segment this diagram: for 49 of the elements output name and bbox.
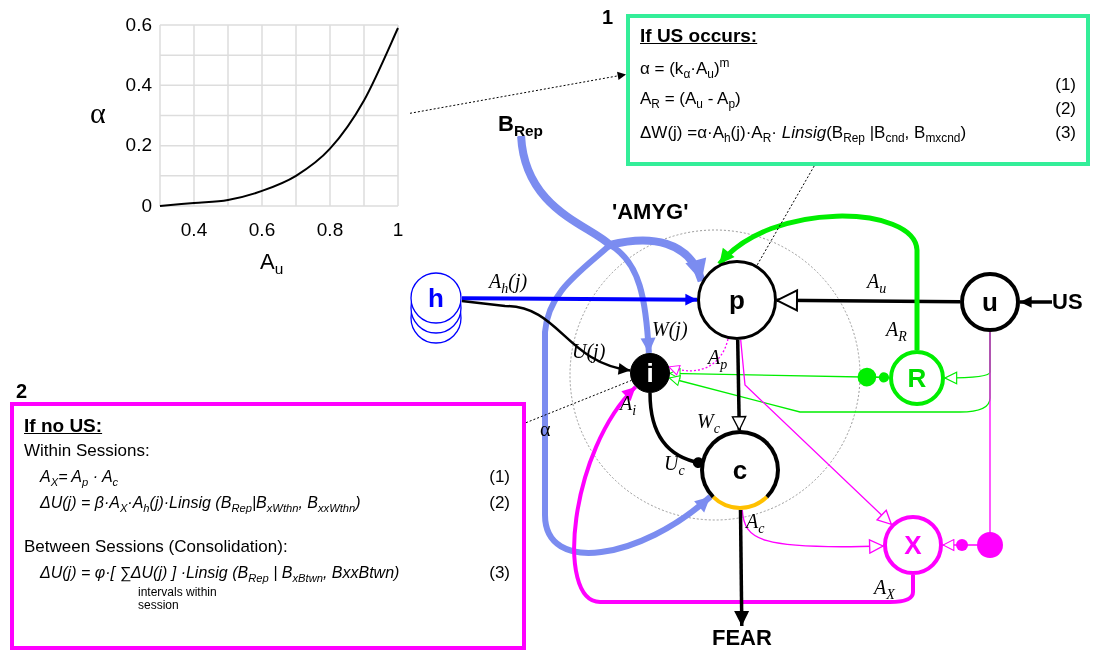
neuron-stack (409, 272, 463, 346)
neuron-letter: u (982, 287, 998, 317)
equation: ΔU(j) = β·A$_{X}$·A$_{h}$(j)·Linsig (B$_{Rep}$|B$_{xWthn}$, B$_{xxWthn}$) (40, 494, 361, 512)
variable-label: A$_{c}$ (746, 510, 765, 532)
axis-label: A$_{u}$ (260, 250, 284, 275)
input-label: B$_{Rep}$ (498, 112, 543, 137)
box-number: 1 (602, 6, 614, 28)
neuron-letter: i (646, 358, 654, 388)
output-label: FEAR (712, 626, 772, 651)
tick-label: 0 (141, 195, 152, 217)
neuron-circle (960, 272, 1020, 332)
box-heading: If no US: (24, 416, 103, 437)
equation: α = (k$_{α}$·A$_{u}$)$^{m}$ (640, 60, 730, 79)
input-label: US (1052, 290, 1083, 315)
tick-label: 0.4 (125, 74, 152, 96)
variable-label: A$_{R}$ (886, 318, 907, 340)
tick-label: 0.6 (248, 219, 276, 241)
tick-label: 0.4 (180, 219, 208, 241)
neuron-letter: X (904, 530, 922, 560)
neuron-letter: c (732, 455, 748, 485)
equation-number: (2) (489, 494, 510, 513)
box-number: 2 (16, 380, 28, 402)
neuron-letter: h (428, 283, 444, 313)
equation-number: (2) (1055, 100, 1076, 119)
variable-label: U$_{c}$ (664, 452, 685, 474)
section-heading: Within Sessions: (24, 442, 150, 461)
variable-label: W$_{c}$ (697, 410, 720, 432)
variable-label: A$_{X}$ (874, 576, 895, 598)
neuron-letter: R (907, 363, 927, 393)
equation-number: (1) (1055, 76, 1076, 95)
equation: ΔW(j) =α·A$_{h}$(j)·A$_{R}$· Linsig(B$_{Rep}$ |B$_{cnd}$, B$_{mxcnd}$) (640, 124, 967, 143)
sum-subscript-note: intervals within session (138, 586, 218, 612)
region-label: 'AMYG' (612, 200, 689, 225)
equation-number: (3) (489, 564, 510, 583)
equation: ΔU(j) = φ·[ ∑ΔU(j) ] ·Linsig (B$_{Rep}$ | B$_{xBtwn}$, BxxBtwn) (40, 564, 400, 582)
tick-label: 0.2 (125, 135, 152, 157)
equation-number: (3) (1055, 124, 1076, 143)
box-heading: If US occurs: (640, 26, 758, 47)
tick-label: 0.8 (316, 219, 344, 241)
equation: A$_{R}$ = (A$_{u}$ - A$_{p}$) (640, 90, 741, 109)
edge-label: A$_{h}$(j) (488, 270, 529, 292)
tick-label: 0.6 (125, 14, 152, 36)
variable-label: W(j) (652, 318, 688, 340)
equation: A$_{X}$= A$_{p}$ · A$_{c}$ (40, 468, 119, 486)
tick-label: 1 (392, 219, 404, 241)
axis-label: α (90, 96, 106, 129)
section-heading: Between Sessions (Consolidation): (24, 538, 288, 557)
equation-number: (1) (489, 468, 510, 487)
neuron-letter: p (729, 285, 745, 315)
